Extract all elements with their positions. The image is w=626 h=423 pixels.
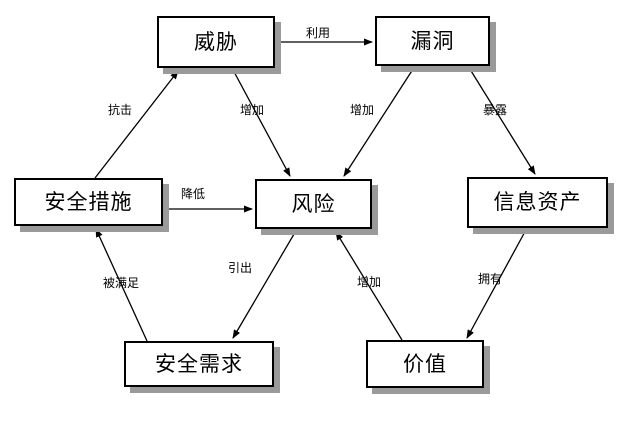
edge-label-threat-increases-risk: 增加 [240, 103, 265, 117]
node-label-measures: 安全措施 [44, 189, 133, 214]
edge-value-increases-risk [335, 231, 403, 341]
edge-label-requirement-satisfies-measures: 被满足 [103, 276, 140, 290]
edge-requirement-satisfies-measures [95, 228, 148, 342]
node-label-risk: 风险 [291, 191, 336, 216]
edge-lines [94, 38, 536, 342]
edge-asset-has-value [466, 227, 528, 339]
edge-label-risk-derives-requirement: 引出 [228, 261, 253, 275]
node-value[interactable]: 价值 [366, 340, 484, 388]
node-threat[interactable]: 威胁 [157, 16, 275, 68]
edge-label-vulnerability-increases-risk: 增加 [350, 103, 375, 117]
node-label-threat: 威胁 [194, 29, 238, 54]
edge-vulnerability-exposes-asset [467, 65, 536, 175]
node-measures[interactable]: 安全措施 [14, 178, 163, 226]
edge-measures-counter-threat [94, 70, 179, 179]
node-risk[interactable]: 风险 [255, 179, 372, 229]
edge-risk-derives-requirement [232, 228, 298, 339]
edge-label-vulnerability-exposes-asset: 暴露 [483, 103, 508, 117]
edge-label-asset-has-value: 拥有 [478, 272, 503, 286]
edge-label-measures-reduce-risk: 降低 [181, 187, 206, 201]
edge-label-measures-counter-threat: 抗击 [108, 103, 133, 117]
edge-label-threat-exploits-vulnerability: 利用 [306, 26, 331, 40]
node-vulnerability[interactable]: 漏洞 [375, 16, 490, 66]
node-label-vulnerability: 漏洞 [410, 28, 455, 53]
node-requirement[interactable]: 安全需求 [124, 341, 274, 387]
edge-vulnerability-increases-risk [343, 65, 416, 177]
node-label-asset: 信息资产 [493, 190, 582, 214]
node-label-value: 价值 [403, 351, 447, 376]
edge-label-value-increases-risk: 增加 [357, 275, 382, 289]
node-label-requirement: 安全需求 [155, 351, 243, 376]
edge-threat-increases-risk [231, 67, 291, 177]
node-asset[interactable]: 信息资产 [467, 177, 608, 228]
